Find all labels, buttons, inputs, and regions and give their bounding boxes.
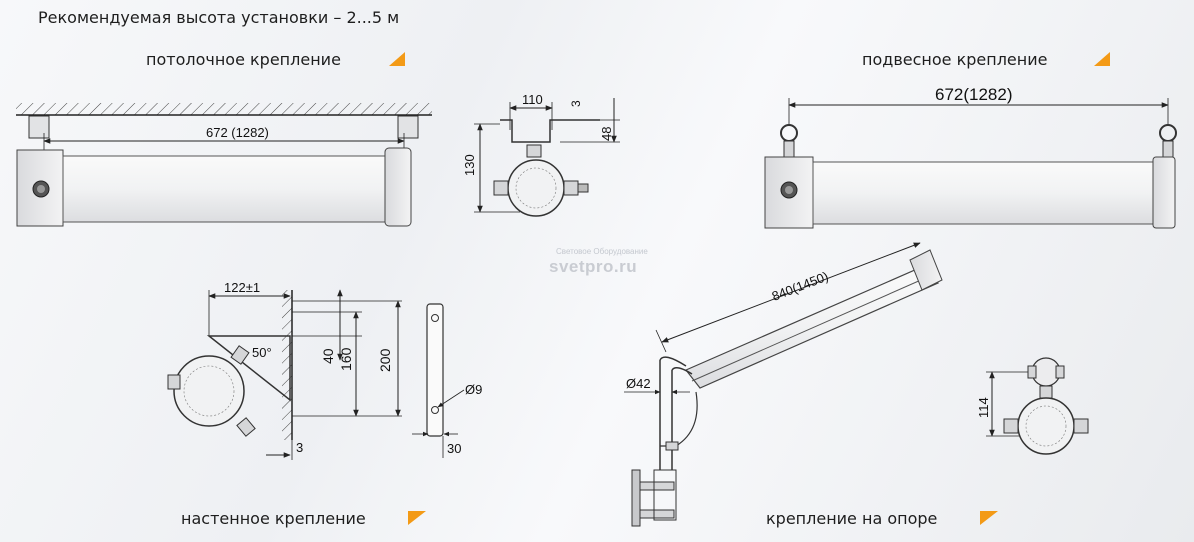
triangle-marker-icon xyxy=(408,511,426,525)
junction-box-2-drawing: 114 xyxy=(976,357,1089,455)
junction-box-drawing: 110 3 48 130 xyxy=(462,92,620,217)
wall-angle-dim: 50° xyxy=(252,345,272,360)
plate-width-dim: 30 xyxy=(447,441,461,456)
hole-diameter-dim: Ø9 xyxy=(465,382,482,397)
wall-thickness-dim: 3 xyxy=(296,440,303,455)
pole-diameter-dim: Ø42 xyxy=(626,376,651,391)
wall-mount-drawing: 122±1 50° 40 160 200 3 xyxy=(167,280,482,460)
triangle-marker-icon xyxy=(389,52,405,66)
watermark-small: Световое Оборудование xyxy=(556,247,648,256)
suspended-mount-label: подвесное крепление xyxy=(862,50,1048,69)
wall-offset-dim: 122±1 xyxy=(224,280,260,295)
wall-dim-40: 40 xyxy=(320,348,336,364)
box2-height-dim: 114 xyxy=(976,397,991,418)
ceiling-mount-drawing: 672 (1282) xyxy=(16,103,432,227)
bracket-width-dim: 110 xyxy=(522,92,543,107)
triangle-marker-icon xyxy=(1094,52,1110,66)
wall-dim-200: 200 xyxy=(377,348,393,372)
install-height-text: Рекомендуемая высота установки – 2...5 м xyxy=(38,8,400,27)
suspended-mount-drawing: 672(1282) xyxy=(764,85,1177,229)
bracket-height-dim: 48 xyxy=(599,127,614,141)
bracket-thickness-dim: 3 xyxy=(569,100,583,107)
wall-mount-label: настенное крепление xyxy=(181,509,366,528)
triangle-marker-icon xyxy=(980,511,998,525)
box-height-dim: 130 xyxy=(462,154,477,176)
ceiling-length-dim: 672 (1282) xyxy=(206,125,269,140)
pole-length-dim: 840(1450) xyxy=(770,269,831,304)
ceiling-mount-label: потолочное крепление xyxy=(146,50,341,69)
wall-dim-160: 160 xyxy=(338,347,354,371)
suspended-length-dim: 672(1282) xyxy=(935,85,1013,104)
pole-mount-drawing: 840(1450) Ø42 xyxy=(624,242,943,527)
pole-mount-label: крепление на опоре xyxy=(766,509,938,528)
watermark-url: svetpro.ru xyxy=(549,257,638,276)
